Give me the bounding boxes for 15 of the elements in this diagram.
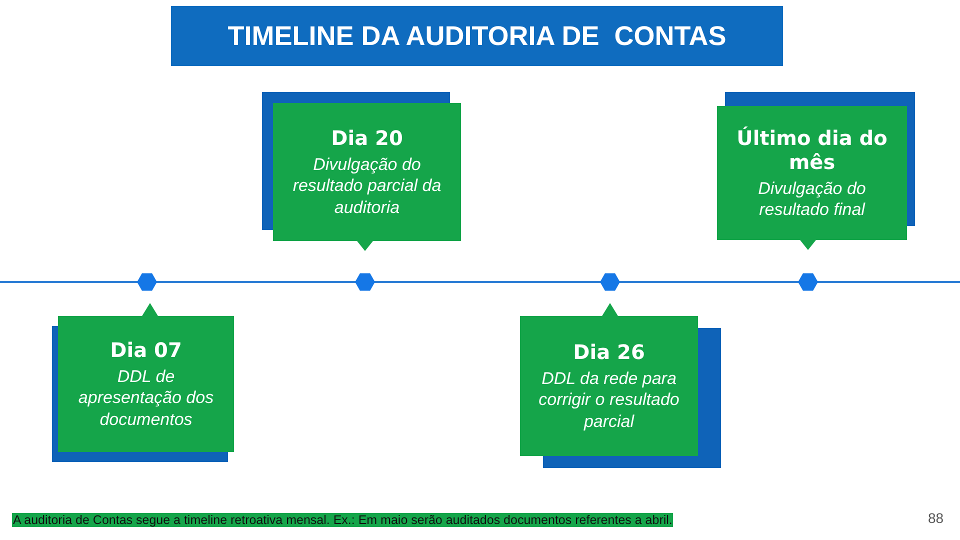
callout-box (58, 316, 234, 452)
callout-box (717, 106, 907, 240)
callout-text: DDL de apresentação dos documentos (77, 366, 215, 430)
callout-text: Divulgação do resultado parcial da auditoria (292, 154, 442, 218)
callout-heading: Último dia do mês (736, 126, 888, 174)
footnote: A auditoria de Contas segue a timeline retroativa mensal. Ex.: Em maio serão auditados documentos referentes a abril. (12, 513, 674, 527)
title-banner: TIMELINE DA AUDITORIA DE CONTAS (171, 6, 783, 66)
callout-box (273, 103, 461, 241)
page-number: 88 (928, 510, 944, 526)
callout-heading: Dia 07 (110, 338, 182, 362)
callout-box (520, 316, 698, 456)
callout-text: DDL da rede para corrigir o resultado parcial (538, 368, 680, 432)
callout-heading: Dia 20 (331, 126, 403, 150)
callout-heading: Dia 26 (573, 340, 645, 364)
callout-text: Divulgação do resultado final (757, 178, 867, 220)
